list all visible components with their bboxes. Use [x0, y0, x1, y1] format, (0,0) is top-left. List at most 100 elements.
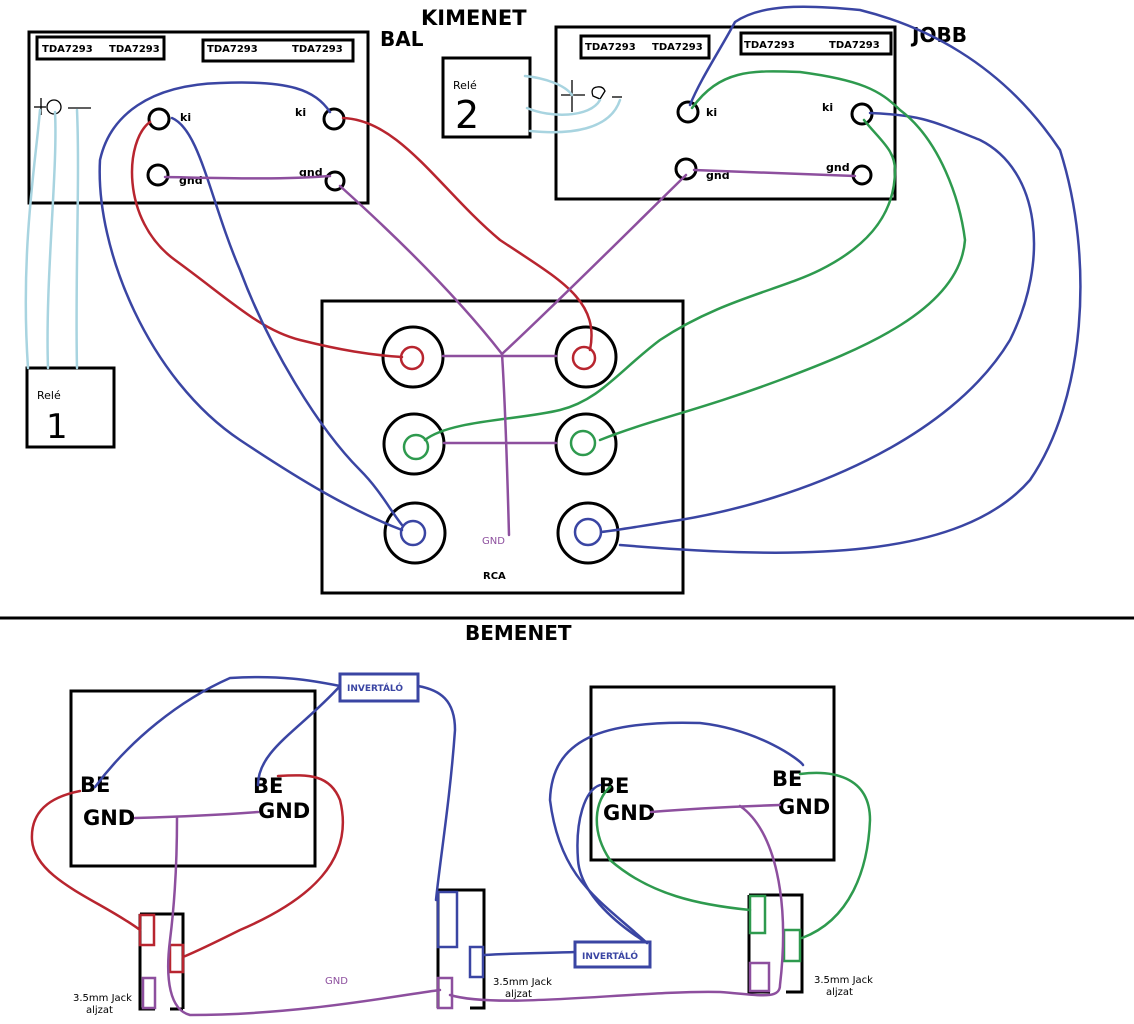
rca-panel: GND RCA	[320, 299, 685, 595]
left-input-board: BE GND BE GND	[69, 689, 317, 868]
relay-2: Relé 2	[441, 56, 532, 139]
signal-wire-red	[181, 774, 345, 959]
signal-wire-blue	[170, 116, 404, 527]
be-label: BE	[772, 767, 802, 791]
gnd-label: GND	[778, 795, 830, 819]
relay-wire	[528, 98, 622, 134]
jack-label: 3.5mm Jack	[73, 993, 132, 1004]
gnd-label: gnd	[179, 174, 203, 187]
relay-number: 1	[46, 407, 68, 447]
relay-wire	[24, 108, 42, 370]
inverter-top: INVERTÁLÓ	[338, 672, 420, 703]
inverter-label: INVERTÁLÓ	[347, 682, 403, 694]
relay-1: Relé 1	[25, 366, 116, 449]
gnd-label: GND	[83, 806, 135, 830]
rca-center-blue	[569, 429, 597, 457]
jack-socket-3: 3.5mm Jack aljzat	[747, 893, 873, 998]
chip-box	[739, 31, 893, 56]
relay-wire	[46, 110, 57, 370]
input-section-title: BEMENET	[465, 621, 572, 645]
output-section-title: KIMENET	[421, 6, 527, 30]
ground-wire	[448, 804, 785, 1002]
ki-label: ki	[822, 101, 833, 114]
jack-pin	[748, 894, 767, 935]
signal-wire-green	[423, 118, 897, 442]
signal-wire-green	[595, 785, 752, 912]
left-amp-board-outline	[27, 30, 370, 205]
ground-wire	[500, 352, 511, 537]
signal-wire-blue	[599, 111, 1036, 534]
jack-label: 3.5mm Jack	[814, 975, 873, 986]
signal-wire-blue	[98, 81, 404, 532]
chip-label: TDA7293	[652, 42, 703, 53]
right-amp-board-outline	[554, 25, 897, 201]
jack-outline	[138, 912, 185, 1011]
ki-terminal	[322, 107, 346, 131]
jack-pin	[138, 913, 156, 947]
jack-pin	[468, 945, 485, 979]
ki-label: ki	[706, 106, 717, 119]
rca-center-blue	[399, 519, 427, 547]
jack-pin	[141, 976, 157, 1010]
ki-label: ki	[180, 111, 191, 124]
ki-label: ki	[295, 106, 306, 119]
signal-wire-red	[341, 116, 593, 352]
jack-pin	[782, 928, 802, 963]
inverter-bottom: INVERTÁLÓ	[573, 940, 652, 969]
ki-terminal	[676, 100, 700, 124]
rca-label: RCA	[483, 571, 506, 582]
chip-label: TDA7293	[744, 40, 795, 51]
signal-wire-blue	[93, 675, 342, 789]
gnd-label: GND	[603, 801, 655, 825]
ground-wire	[692, 168, 857, 178]
jack-pin	[748, 961, 771, 993]
ground-wire	[649, 803, 782, 814]
gnd-terminal	[324, 170, 346, 192]
chip-box	[201, 38, 355, 63]
rca-panel-outline	[320, 299, 685, 595]
left-side-label: BAL	[380, 27, 424, 51]
gnd-wire-label: GND	[325, 976, 348, 987]
inverter-box	[573, 940, 652, 969]
jack-pin	[168, 943, 185, 974]
rca-center-red	[571, 345, 597, 371]
ground-wire	[338, 184, 504, 356]
relay-2-box	[441, 56, 532, 139]
rca-jack	[556, 501, 620, 565]
jack-pin	[436, 976, 454, 1010]
ground-wire	[163, 174, 332, 180]
signal-wire-blue	[618, 5, 1082, 554]
ground-wire	[166, 816, 442, 1017]
signal-wire-red	[30, 789, 142, 932]
relay-wire	[75, 108, 80, 370]
rca-center-blue	[573, 517, 603, 547]
gnd-label: gnd	[826, 161, 850, 174]
relay-wire	[525, 98, 602, 116]
ground-wire	[500, 173, 688, 356]
signal-wire-red	[130, 120, 404, 359]
relay-number: 2	[455, 93, 479, 137]
gnd-label: GND	[258, 799, 310, 823]
gnd-terminal	[146, 163, 170, 187]
right-input-board: BE GND BE GND	[589, 685, 836, 862]
signal-wire-blue	[576, 783, 649, 945]
signal-wire-blue	[416, 684, 457, 902]
rca-jack	[554, 412, 618, 476]
rca-center-green	[402, 433, 430, 461]
ki-terminal	[147, 107, 171, 131]
chip-label: TDA7293	[292, 44, 343, 55]
signal-wire-green	[598, 70, 967, 442]
relay-1-box	[25, 366, 116, 449]
jack-outline	[747, 893, 804, 994]
input-wires	[30, 675, 872, 1017]
jack-label: aljzat	[505, 989, 532, 1000]
rca-center-red	[399, 345, 425, 371]
relay-wire	[523, 74, 574, 97]
chip-label: TDA7293	[829, 40, 880, 51]
jack-socket-1: 3.5mm Jack aljzat	[73, 912, 185, 1016]
rca-jack	[383, 501, 447, 565]
relay-label: Relé	[453, 79, 477, 92]
speaker-connector-icon	[34, 98, 91, 115]
inverter-label: INVERTÁLÓ	[582, 950, 638, 962]
